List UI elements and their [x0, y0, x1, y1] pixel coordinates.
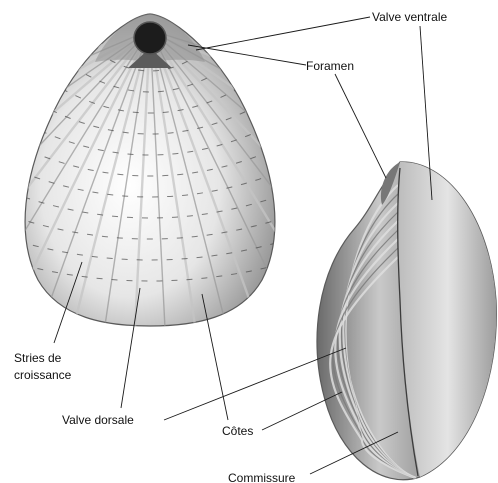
label-cotes: Côtes	[222, 424, 253, 438]
side-view-shell	[317, 162, 496, 480]
foramen-hole	[134, 22, 166, 54]
label-commissure: Commissure	[228, 471, 296, 483]
leader-valve-dorsale-2	[164, 348, 346, 420]
label-stries-line2: croissance	[14, 368, 72, 382]
label-foramen: Foramen	[306, 59, 354, 73]
label-stries-line1: Stries de	[14, 351, 62, 365]
leader-valve-ventrale-1	[196, 17, 370, 50]
leader-foramen-2	[335, 74, 386, 178]
label-valve-dorsale: Valve dorsale	[62, 413, 134, 427]
label-valve-ventrale: Valve ventrale	[372, 10, 447, 24]
ventral-valve-side	[399, 162, 496, 477]
